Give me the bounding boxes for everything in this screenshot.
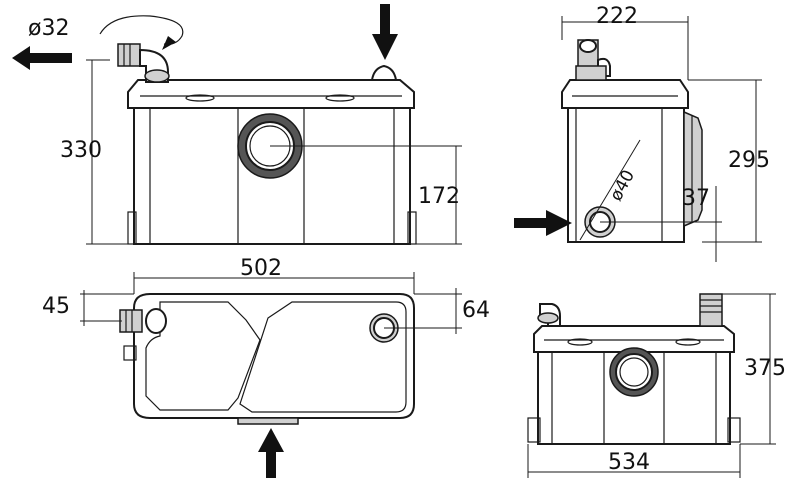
label-side-depth: 222	[596, 4, 638, 29]
back-view	[527, 293, 776, 478]
top-view	[80, 272, 462, 478]
label-outlet-diameter: ø32	[28, 16, 70, 41]
label-front-inlet-height: 172	[418, 184, 460, 209]
label-side-inlet-height: 37	[682, 186, 710, 211]
label-top-right-offset: 64	[462, 298, 490, 323]
side-view	[514, 16, 762, 262]
label-top-left-offset: 45	[42, 294, 70, 319]
label-top-length: 502	[240, 256, 282, 281]
label-front-height: 330	[60, 138, 102, 163]
label-back-length: 534	[608, 450, 650, 475]
label-back-height: 375	[744, 356, 786, 381]
front-view	[12, 4, 462, 245]
label-side-height: 295	[728, 148, 770, 173]
